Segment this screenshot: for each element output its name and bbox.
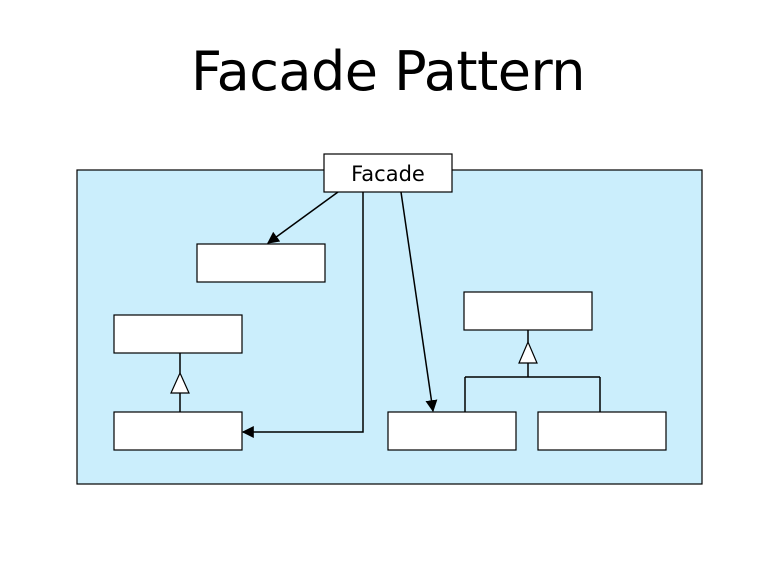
facade-label: Facade bbox=[351, 162, 425, 186]
association-arrow bbox=[241, 192, 364, 438]
association-arrow bbox=[267, 191, 339, 244]
facade-box bbox=[323, 153, 453, 193]
association-arrow bbox=[400, 191, 438, 413]
class-box bbox=[463, 291, 593, 331]
inheritance-triangle bbox=[518, 340, 538, 364]
class-box bbox=[113, 411, 243, 451]
inheritance-triangle bbox=[170, 371, 190, 394]
class-box bbox=[113, 314, 243, 354]
class-box bbox=[387, 411, 517, 451]
class-box bbox=[196, 243, 326, 283]
class-box bbox=[537, 411, 667, 451]
slide-title: Facade Pattern bbox=[191, 40, 585, 103]
